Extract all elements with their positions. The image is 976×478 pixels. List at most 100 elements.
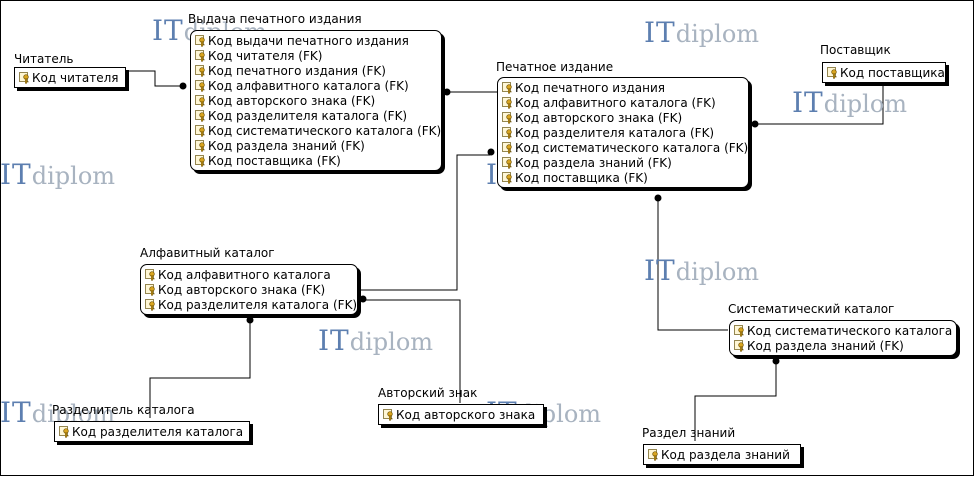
entity-attribute: Код авторского знака (FK) — [195, 94, 375, 109]
entity-attribute: Код систематического каталога (FK) — [502, 141, 748, 156]
entity-title: Выдача печатного издания — [188, 12, 362, 26]
attribute-label: Код выдачи печатного издания — [208, 34, 409, 48]
attribute-label: Код читателя (FK) — [208, 49, 323, 63]
entity-attribute: Код разделителя каталога (FK) — [145, 298, 357, 313]
entity-title: Читатель — [14, 52, 74, 66]
key-icon — [502, 82, 514, 94]
entity-title: Авторский знак — [378, 386, 478, 400]
entity-attribute: Код поставщика (FK) — [195, 154, 341, 169]
attribute-label: Код алфавитного каталога (FK) — [208, 79, 409, 93]
cardinality-dot — [487, 148, 495, 156]
watermark: ITdiplom — [318, 324, 434, 357]
key-icon — [195, 140, 207, 152]
entity-title: Алфавитный каталог — [140, 246, 275, 260]
key-icon — [195, 155, 207, 167]
attribute-label: Код систематического каталога — [747, 324, 953, 338]
entity-attribute: Код печатного издания (FK) — [195, 64, 386, 79]
entity-attribute: Код алфавитного каталога (FK) — [502, 96, 716, 111]
attribute-label: Код раздела знаний (FK) — [747, 339, 904, 353]
cardinality-dot — [246, 316, 254, 324]
entity-attribute: Код алфавитного каталога (FK) — [195, 79, 409, 94]
attribute-label: Код печатного издания — [515, 81, 665, 95]
entity-attribute: Код авторского знака (FK) — [145, 283, 325, 298]
attribute-label: Код разделителя каталога — [72, 425, 244, 439]
key-icon — [648, 449, 660, 461]
watermark: ITdiplom — [644, 16, 760, 49]
key-icon — [734, 325, 746, 337]
attribute-label: Код разделителя каталога (FK) — [158, 298, 358, 312]
attribute-label: Код раздела знаний — [661, 448, 790, 462]
attribute-label: Код авторского знака (FK) — [208, 94, 376, 108]
entity-attribute: Код выдачи печатного издания — [195, 34, 409, 49]
entity-title: Систематический каталог — [728, 302, 895, 316]
attribute-label: Код авторского знака (FK) — [515, 111, 683, 125]
entity-attribute: Код разделителя каталога (FK) — [502, 126, 714, 141]
attribute-label: Код алфавитного каталога — [158, 268, 331, 282]
key-icon — [383, 409, 395, 421]
entity-box: Код авторского знака — [378, 404, 544, 425]
key-icon — [145, 299, 157, 311]
attribute-label: Код разделителя каталога (FK) — [515, 126, 715, 140]
entity-attribute: Код раздела знаний — [648, 448, 790, 463]
link-alpha-publication — [357, 154, 490, 291]
watermark: ITdiplom — [0, 158, 116, 191]
watermark: ITdiplom — [644, 254, 760, 287]
key-icon — [827, 67, 839, 79]
attribute-label: Код читателя — [32, 71, 119, 85]
entity-attribute: Код раздела знаний (FK) — [502, 156, 672, 171]
attribute-label: Код систематического каталога (FK) — [208, 124, 442, 138]
attribute-label: Код алфавитного каталога (FK) — [515, 96, 716, 110]
attribute-label: Код раздела знаний (FK) — [208, 139, 365, 153]
entity-box: Код читателя — [14, 67, 126, 88]
key-icon — [195, 50, 207, 62]
link-separator-alpha — [149, 318, 251, 418]
key-icon — [195, 80, 207, 92]
entity-attribute: Код раздела знаний (FK) — [195, 139, 365, 154]
cardinality-dot — [654, 194, 662, 202]
key-icon — [145, 269, 157, 281]
link-supplier-publication — [757, 84, 884, 125]
entity-title: Раздел знаний — [642, 426, 736, 440]
entity-title: Разделитель каталога — [52, 403, 195, 417]
key-icon — [734, 340, 746, 352]
attribute-label: Код раздела знаний (FK) — [515, 156, 672, 170]
key-icon — [195, 65, 207, 77]
key-icon — [59, 426, 71, 438]
key-icon — [195, 95, 207, 107]
cardinality-dot — [772, 357, 780, 365]
entity-attribute: Код читателя (FK) — [195, 49, 322, 64]
entity-attribute: Код поставщика (FK) — [502, 171, 648, 186]
entity-attribute: Код систематического каталога — [734, 324, 952, 339]
link-author-alpha — [365, 299, 461, 403]
cardinality-dot — [179, 82, 187, 90]
entity-title: Печатное издание — [496, 60, 614, 74]
entity-attribute: Код разделителя каталога — [59, 425, 243, 440]
attribute-label: Код систематического каталога (FK) — [515, 141, 749, 155]
key-icon — [502, 127, 514, 139]
link-sys-publication — [657, 197, 728, 331]
cardinality-dot — [359, 295, 367, 303]
link-knowledge-sys — [694, 358, 777, 441]
entity-attribute: Код печатного издания — [502, 81, 665, 96]
attribute-label: Код поставщика (FK) — [208, 154, 341, 168]
key-icon — [502, 97, 514, 109]
key-icon — [502, 172, 514, 184]
key-icon — [195, 110, 207, 122]
entity-attribute: Код поставщика — [827, 66, 945, 81]
key-icon — [195, 125, 207, 137]
key-icon — [145, 284, 157, 296]
attribute-label: Код поставщика (FK) — [515, 171, 648, 185]
entity-title: Поставщик — [820, 43, 891, 57]
key-icon — [502, 112, 514, 124]
entity-attribute: Код раздела знаний (FK) — [734, 339, 904, 354]
attribute-label: Код разделителя каталога (FK) — [208, 109, 408, 123]
entity-attribute: Код систематического каталога (FK) — [195, 124, 441, 139]
entity-attribute: Код авторского знака (FK) — [502, 111, 682, 126]
entity-attribute: Код читателя — [19, 71, 118, 86]
